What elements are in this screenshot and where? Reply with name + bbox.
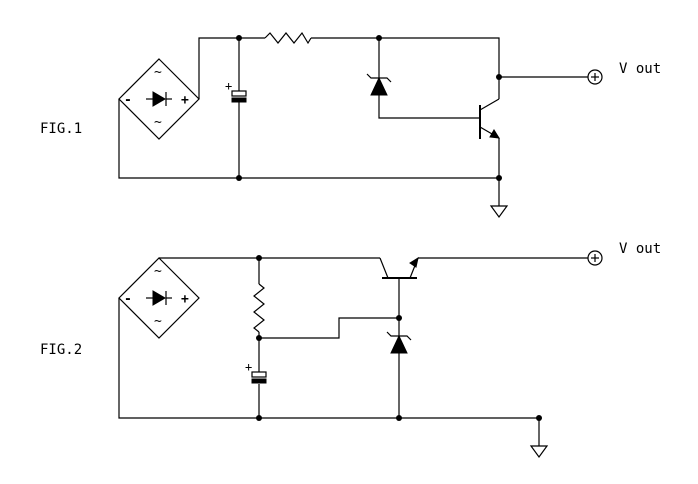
figure-2-label: FIG.2 xyxy=(40,342,82,358)
fig2-capacitor: + xyxy=(245,360,267,384)
figure-2: FIG.2 - + ~ ~ xyxy=(40,241,661,459)
fig1-resistor xyxy=(264,31,312,45)
fig1-junctions xyxy=(236,35,502,181)
fig1-bridge-ac-top: ~ xyxy=(154,65,162,80)
fig2-bridge-ac-bottom: ~ xyxy=(154,314,162,329)
fig2-capacitor-polarity: + xyxy=(245,360,252,374)
fig1-bridge-diode-icon xyxy=(152,91,166,107)
fig1-ground-icon xyxy=(489,205,509,219)
fig1-output-label: V out xyxy=(619,61,661,77)
fig2-junctions xyxy=(256,255,542,421)
fig2-output-label: V out xyxy=(619,241,661,257)
fig1-capacitor: + xyxy=(225,79,247,103)
fig1-wires xyxy=(118,37,588,206)
fig2-resistor xyxy=(253,283,265,333)
fig2-wires xyxy=(118,257,588,446)
fig2-bridge-minus: - xyxy=(124,292,132,307)
fig2-zener-diode-icon xyxy=(386,331,412,354)
fig2-ground-icon xyxy=(529,445,549,459)
fig1-capacitor-polarity: + xyxy=(225,79,232,93)
fig1-bridge-rectifier: - + ~ ~ xyxy=(118,58,200,140)
fig2-bridge-ac-top: ~ xyxy=(154,264,162,279)
fig1-bridge-ac-bottom: ~ xyxy=(154,115,162,130)
fig1-bridge-minus: - xyxy=(124,93,132,108)
fig2-bridge-rectifier: - + ~ ~ xyxy=(118,257,200,339)
fig1-bridge-plus: + xyxy=(181,93,189,108)
fig2-bridge-plus: + xyxy=(181,292,189,307)
fig2-bridge-diode-icon xyxy=(152,290,166,306)
fig1-output-terminal-icon xyxy=(587,69,603,85)
fig2-output-terminal-icon xyxy=(587,250,603,266)
figure-1: FIG.1 - + ~ ~ xyxy=(40,31,661,219)
figure-1-label: FIG.1 xyxy=(40,121,82,137)
fig1-npn-transistor-icon xyxy=(479,98,500,139)
fig1-zener-diode-icon xyxy=(366,73,392,96)
fig2-npn-transistor-icon xyxy=(379,256,419,279)
